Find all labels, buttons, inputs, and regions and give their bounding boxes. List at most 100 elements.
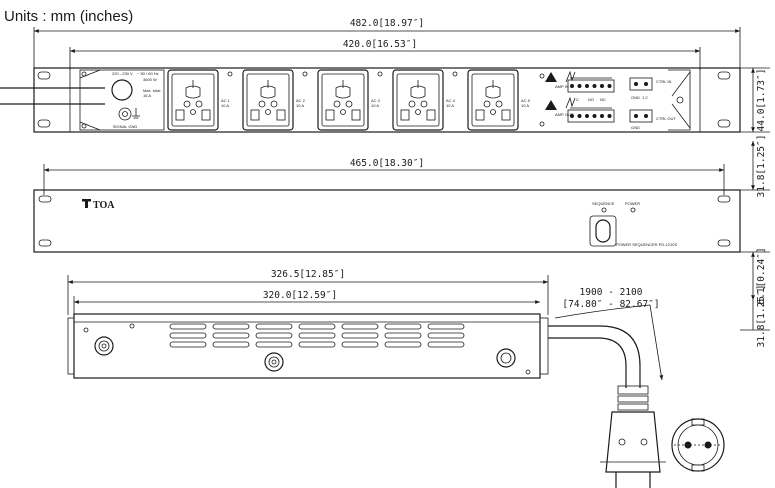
units-label: Units : mm (inches) — [4, 8, 134, 25]
terminal-screw — [585, 84, 589, 88]
terminal-screw — [585, 114, 589, 118]
vent-slot — [384, 323, 422, 330]
outlet-rating: 10 A — [221, 103, 229, 108]
ground-symbol — [132, 108, 140, 119]
front-panel-outline — [33, 189, 741, 253]
power-switch — [595, 219, 611, 243]
dim-gap-offset: 6.1[0.24″] 31.8[1.25″] — [740, 247, 770, 347]
power-spec-3: 3600 W — [143, 77, 157, 82]
vent-slot — [255, 323, 293, 330]
dim-cord-length: 1900 - 2100 [74.80″ - 82.67″] — [554, 287, 664, 381]
vent-slot — [427, 332, 465, 339]
dim-front-offset: 31.8[1.25″] — [740, 135, 770, 197]
vent-slot — [169, 323, 207, 330]
dim-side-height-label: 31.8[1.25″] — [756, 285, 767, 348]
warning-icon — [545, 70, 576, 83]
panel-screw — [452, 71, 458, 77]
ac-outlet-5: AC 510 A — [467, 69, 531, 131]
terminal-screw — [600, 84, 604, 88]
cord-grommet — [111, 79, 133, 101]
power-switch-bezel — [589, 215, 617, 247]
dim-total-width: 482.0[18.97″] — [33, 18, 741, 70]
ctrl-out-connector — [629, 109, 653, 123]
vent-slot — [298, 332, 336, 339]
outlet-label: AC 2 — [296, 98, 306, 103]
vent-slot — [341, 341, 379, 348]
terminal-pins — [570, 77, 612, 118]
ctrl-out-label: CTRL OUT — [656, 116, 676, 121]
ac-outlet-4: AC 410 A — [392, 69, 458, 131]
toa-logo: TOA — [82, 199, 115, 211]
power-label: POWER — [625, 201, 640, 206]
vent-slot — [384, 332, 422, 339]
gnd-label-out: GND — [631, 125, 640, 130]
vent-slot — [169, 332, 207, 339]
terminal-screw — [607, 114, 612, 118]
brand-label: TOA — [93, 200, 115, 211]
sequence-led — [601, 207, 607, 213]
dim-depth-total-label: 326.5[12.85″] — [271, 269, 345, 280]
max-total-value: 16 A — [143, 93, 151, 98]
front-panel-view: 465.0[18.30″] TOA SEQUENCE POWER POWER S… — [33, 135, 770, 347]
outlet-label: AC 5 — [521, 98, 531, 103]
rear-panel-view: 482.0[18.97″] 420.0[16.53″] 220 - 230 V … — [0, 18, 770, 133]
vent-slot — [255, 341, 293, 348]
vent-slot — [427, 323, 465, 330]
dim-depth-body: 320.0[12.59″] — [73, 290, 540, 315]
power-spec-2: ~ 50 / 60 Hz — [137, 71, 159, 76]
signal-gnd-label: SIGNAL GND — [113, 124, 138, 129]
rack-hole — [37, 119, 51, 128]
dim-panel-width: 420.0[16.53″] — [69, 39, 701, 70]
vent-slot — [169, 341, 207, 348]
vent-slot — [298, 341, 336, 348]
outlet-rating: 10 A — [446, 103, 454, 108]
dim-total-width-label: 482.0[18.97″] — [350, 18, 424, 29]
max-total-label: Max. total — [143, 88, 160, 93]
panel-screw — [302, 71, 308, 77]
terminal-screw — [607, 84, 612, 88]
plug-body — [605, 411, 661, 473]
panel-screw — [377, 71, 383, 77]
amp-out-terminal — [567, 109, 615, 123]
vent-slot — [212, 341, 250, 348]
outlet-label: AC 4 — [446, 98, 456, 103]
rear-right-plate — [668, 69, 691, 131]
power-spec-1: 220 - 230 V — [112, 71, 133, 76]
term-label-c1: C — [576, 97, 579, 102]
dim-depth-total: 326.5[12.85″] — [67, 269, 549, 315]
power-cord-rear — [0, 87, 105, 105]
dim-rear-height-label: 44.0[1.73″] — [756, 69, 767, 132]
side-connector — [264, 352, 284, 372]
rack-hole — [38, 195, 52, 203]
outlet-label: AC 3 — [371, 98, 381, 103]
vent-slot — [341, 332, 379, 339]
warning-icon — [545, 96, 576, 110]
term-label-nc1: NC — [600, 97, 606, 102]
outlet-rating: 10 A — [371, 103, 379, 108]
outlet-row: AC 110 AAC 210 AAC 310 AAC 410 AAC 510 A — [167, 69, 531, 131]
side-connector — [94, 336, 114, 356]
schuko-plug-face — [671, 418, 725, 472]
rack-hole — [717, 239, 731, 247]
outlet-label: AC 1 — [221, 98, 231, 103]
terminal-screw — [577, 84, 582, 88]
dim-rear-height: 44.0[1.73″] — [740, 67, 770, 133]
ctrl-in-connector — [629, 77, 653, 91]
side-front-lip — [67, 317, 75, 375]
plug-strain-relief — [617, 385, 649, 411]
term-label-no1: NO — [588, 97, 594, 102]
rear-rack-outline — [33, 67, 741, 133]
sequence-label: SEQUENCE — [592, 201, 615, 206]
dim-panel-width-label: 420.0[16.53″] — [343, 39, 417, 50]
terminal-screw — [592, 84, 597, 88]
vent-slot — [341, 323, 379, 330]
vent-slot — [298, 323, 336, 330]
vent-slot — [255, 332, 293, 339]
side-view: 326.5[12.85″] 320.0[12.59″] — [67, 269, 725, 488]
ground-screw — [118, 107, 132, 121]
terminal-screw — [592, 114, 597, 118]
dim-gap-offset-label: 6.1[0.24″] — [756, 247, 767, 304]
amp-in-terminal — [567, 79, 615, 93]
rack-hole — [38, 239, 52, 247]
cord-length-mm-label: 1900 - 2100 — [580, 287, 643, 298]
